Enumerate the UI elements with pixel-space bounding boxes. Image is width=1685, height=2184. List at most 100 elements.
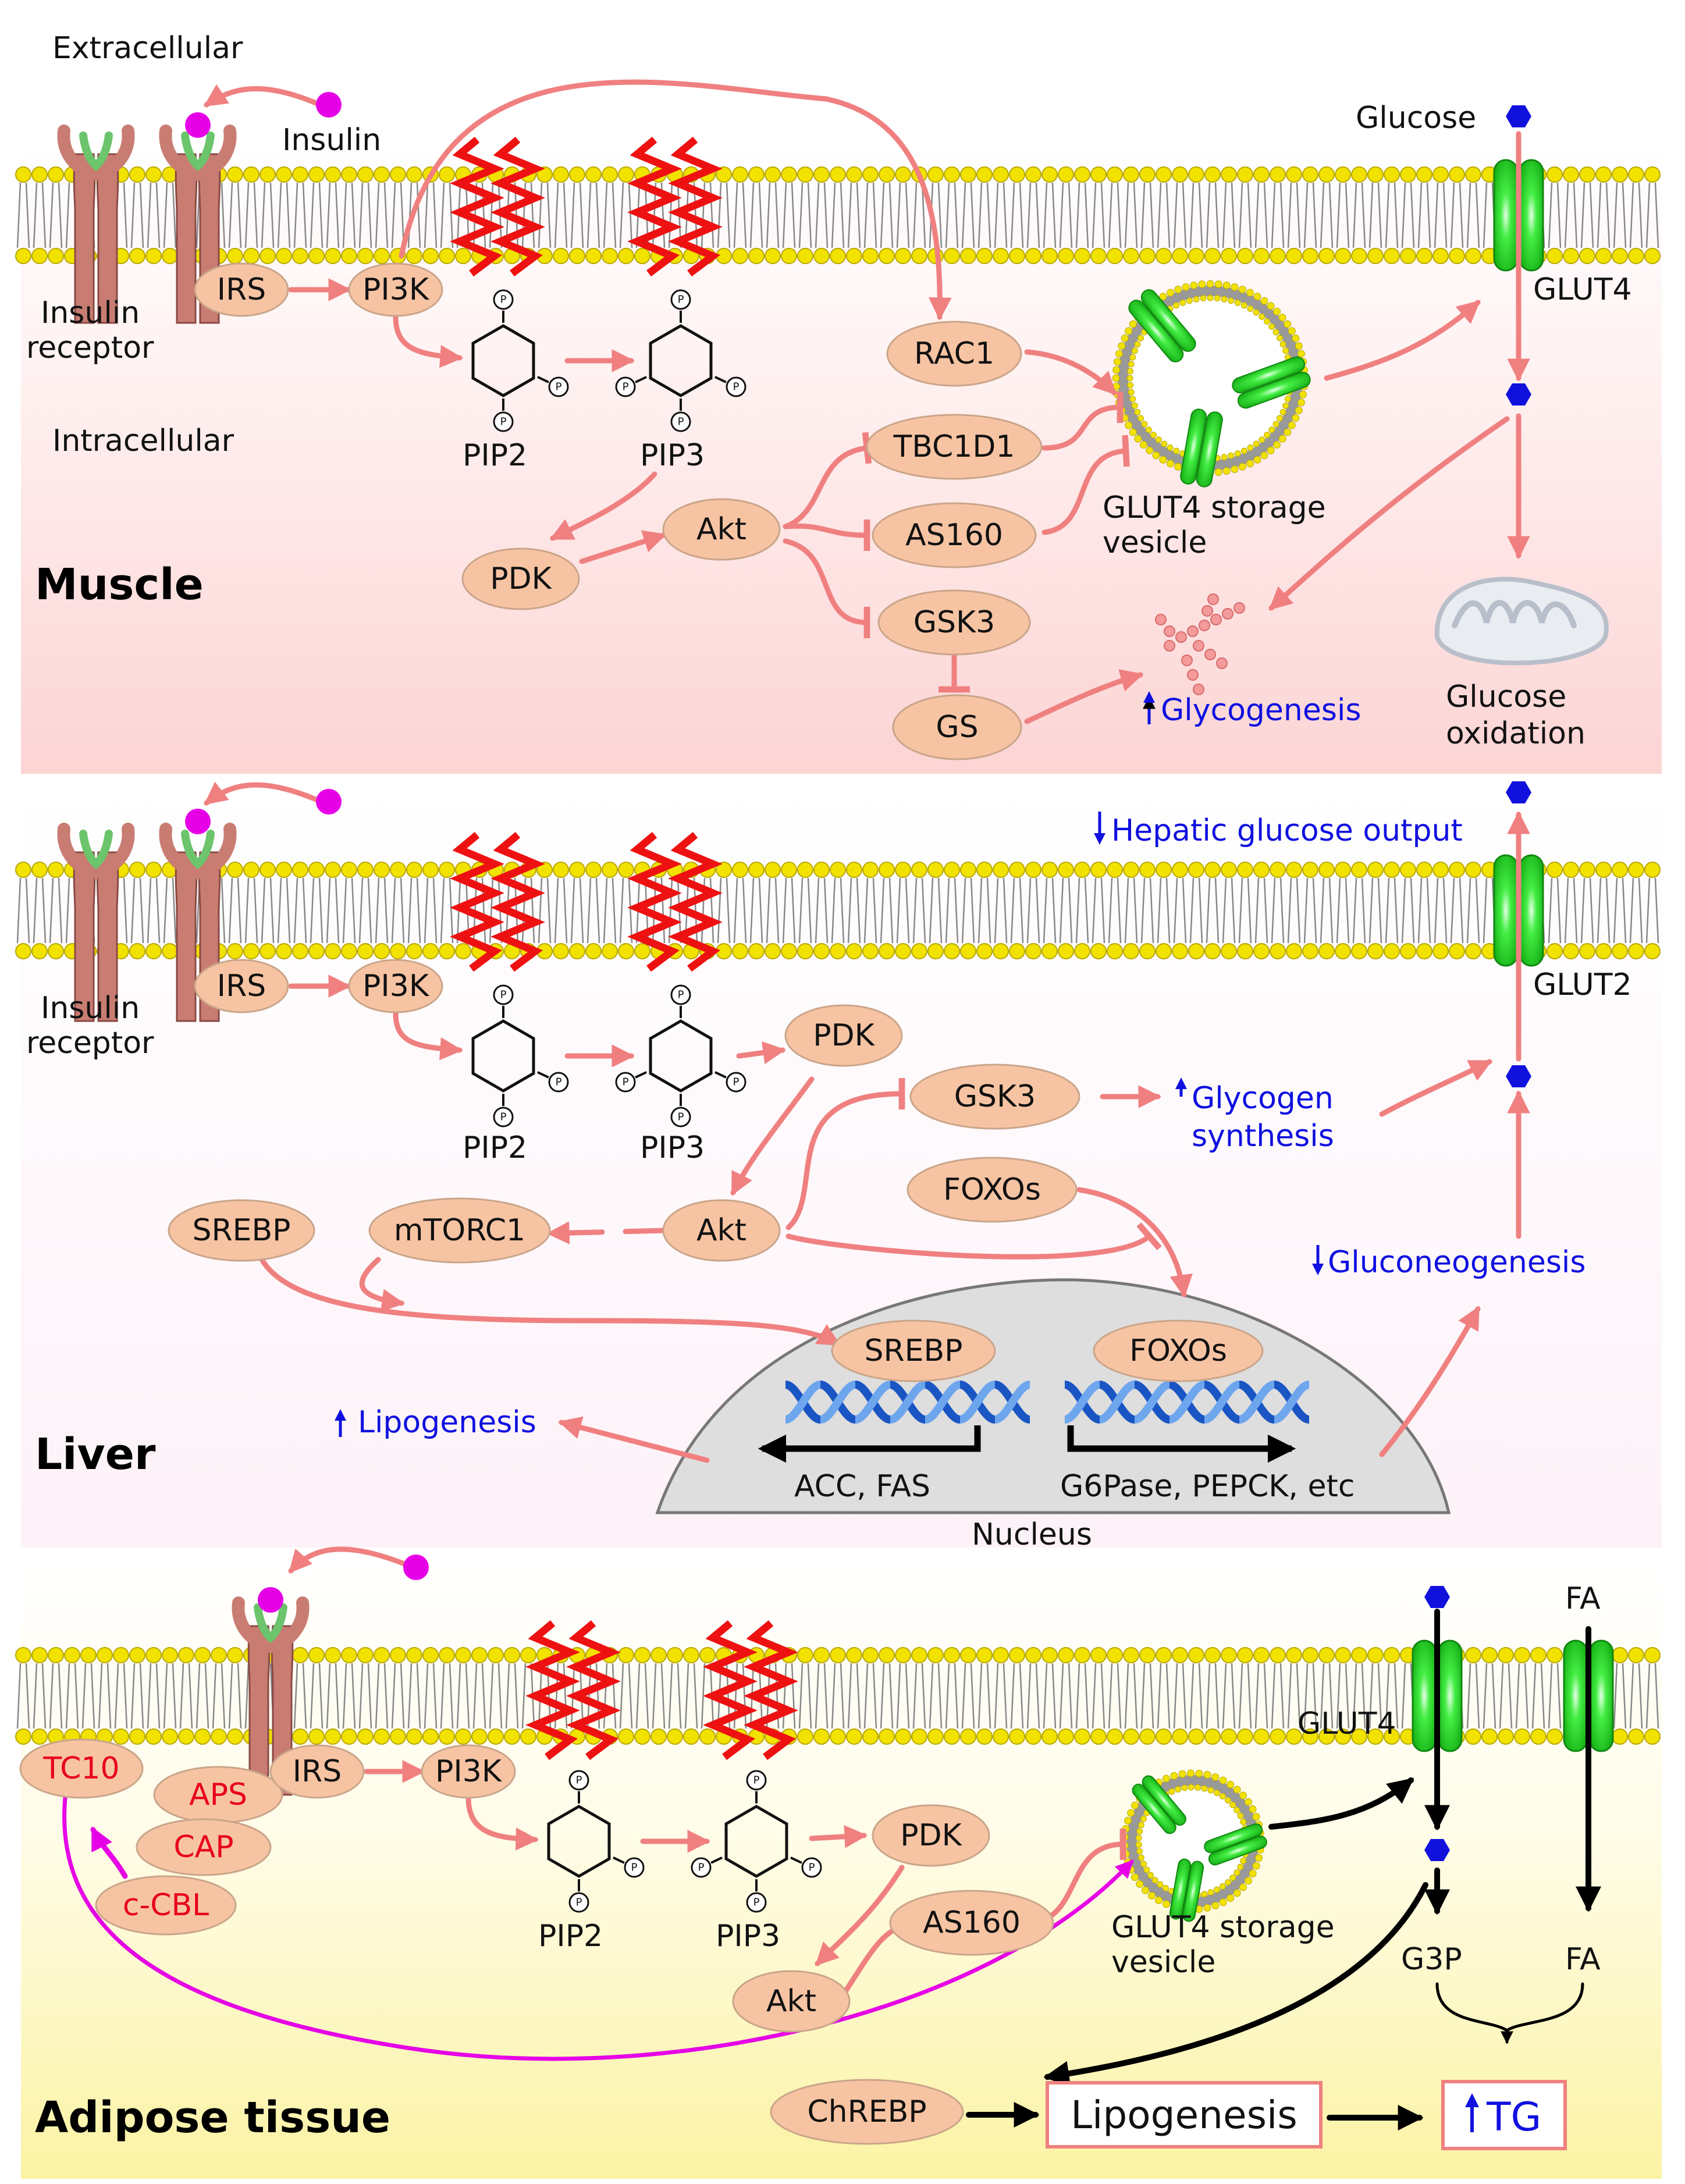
lipogenesis-box-label: Lipogenesis: [1071, 2093, 1297, 2137]
lipogenesis-effect-label: Lipogenesis: [358, 1405, 536, 1440]
akt-node-label: Akt: [696, 1213, 746, 1248]
lipid-tail-icon: [627, 137, 723, 277]
srebp-node-l[interactable]: SREBP: [168, 1199, 315, 1262]
arrow-pdk-akt-l: [730, 1076, 815, 1196]
foxos-nuclear-node-l[interactable]: FOXOs: [1093, 1319, 1264, 1382]
effect-glycogenesis: Glycogenesis: [1142, 691, 1361, 728]
aps-node-a[interactable]: APS: [153, 1766, 283, 1824]
arrow-akt-gsk3-m: [783, 538, 870, 639]
cap-node-a[interactable]: CAP: [136, 1818, 272, 1876]
arrow-srebp-nuclear-l: [259, 1257, 841, 1347]
phosphate-label: P: [698, 1862, 705, 1874]
phosphate-label: P: [556, 381, 562, 393]
gsk3-node-label: GSK3: [913, 605, 996, 640]
inositol-ring-icon: PPP: [471, 984, 569, 1127]
insulin-molecule-icon: [403, 1555, 429, 1580]
glucose-oxidation-line1: Glucose: [1446, 680, 1566, 714]
phosphate-label: P: [631, 1862, 638, 1874]
arrow-foxos-nuclear-l: [1076, 1187, 1193, 1298]
glut4-label-adipose: GLUT4: [1297, 1706, 1396, 1741]
molecules: [185, 92, 1531, 1862]
acc-fas-label: ACC, FAS: [794, 1469, 930, 1504]
pi3k-node-l[interactable]: PI3K: [348, 959, 443, 1013]
pdk-node-a[interactable]: PDK: [872, 1804, 990, 1867]
akt-node-label: Akt: [696, 512, 746, 547]
pi3k-node-m[interactable]: PI3K: [348, 262, 443, 317]
gs-node-m[interactable]: GS: [892, 694, 1022, 760]
arrow-gs-glycogenesis-m: [1024, 669, 1144, 724]
insulin-receptor-label-line1-m: Insulin: [41, 296, 140, 330]
tbc1d1-node-m[interactable]: TBC1D1: [866, 414, 1043, 480]
black-arrows: [966, 1609, 1602, 2131]
pdk-node-l[interactable]: PDK: [784, 1004, 903, 1067]
chrebp-node-label: ChREBP: [807, 2094, 926, 2129]
gsk3-node-label: GSK3: [954, 1079, 1036, 1114]
signaling-nodes: IRS PI3K PDK Akt RAC1 TBC1D1 AS160 GSK3 …: [19, 262, 1264, 2145]
gsk3-node-l[interactable]: GSK3: [909, 1063, 1080, 1130]
irs-node-l[interactable]: IRS: [194, 959, 289, 1013]
inositol-ring-icon: PPP: [547, 1770, 645, 1913]
g3p-label: G3P: [1401, 1942, 1462, 1977]
pdk-node-label: PDK: [490, 561, 552, 596]
foxos-node-l[interactable]: FOXOs: [907, 1157, 1078, 1223]
arrow-insulin-bind-liver: [204, 781, 320, 806]
akt-node-label: Akt: [766, 1984, 816, 2019]
dna-helix-icon: [1064, 1381, 1310, 1424]
up-arrow-icon: [1175, 1077, 1187, 1089]
glucose-molecule-icon: [1506, 105, 1531, 128]
brace-g3p-fa-tg: [1435, 1982, 1584, 2042]
irs-node-m[interactable]: IRS: [194, 262, 289, 317]
as160-node-a[interactable]: AS160: [889, 1890, 1054, 1956]
fa-label-bottom: FA: [1565, 1942, 1601, 1977]
akt-node-m[interactable]: Akt: [662, 498, 781, 561]
srebp-nuclear-node-l[interactable]: SREBP: [831, 1319, 996, 1382]
lipid-tail-icon: [450, 832, 545, 972]
up-arrow-icon: [335, 1409, 346, 1421]
muscle-title: Muscle: [35, 560, 204, 610]
arrow-akt-as160-m: [783, 519, 870, 552]
phosphate-label: P: [678, 294, 684, 306]
arrow-pip3-pdk-l: [736, 1041, 786, 1065]
glut-transporter-icon: [1412, 1639, 1463, 1752]
arrow-akt-foxos-l: [785, 1222, 1162, 1260]
pathway-arrows: [62, 79, 1530, 2061]
pip2-label-l: PIP2: [463, 1130, 527, 1165]
fa-label-top: FA: [1565, 1581, 1601, 1616]
arrow-pdk-akt-m: [579, 530, 667, 564]
glucose-molecule-icon: [1424, 1585, 1450, 1609]
phosphate-label: P: [500, 1111, 507, 1123]
glut2-label: GLUT2: [1533, 967, 1632, 1002]
ccbl-node-a[interactable]: c-CBL: [95, 1875, 237, 1936]
rac1-node-m[interactable]: RAC1: [886, 321, 1022, 387]
cap-node-label: CAP: [173, 1830, 233, 1865]
irs-node-label: IRS: [217, 969, 266, 1004]
arrow-pdk-akt-a: [815, 1865, 905, 1966]
tc10-node-a[interactable]: TC10: [19, 1738, 144, 1799]
gsk3-node-m[interactable]: GSK3: [877, 589, 1031, 656]
pip2-label-a: PIP2: [538, 1919, 603, 1954]
lipid-tail-icon: [525, 1620, 621, 1760]
effect-glycogen-synthesis: Glycogen synthesis: [1175, 1077, 1334, 1154]
arrow-pi3k-rac1-m: [399, 79, 952, 321]
dna-helix-icon: [784, 1381, 1031, 1424]
arrow-glycogen-synthesis-glucose-l: [1379, 1059, 1493, 1117]
akt-node-a[interactable]: Akt: [732, 1970, 851, 2033]
pi3k-node-a[interactable]: PI3K: [421, 1744, 516, 1799]
liver-title: Liver: [35, 1429, 156, 1479]
as160-node-m[interactable]: AS160: [872, 502, 1037, 568]
arrow-akt-tbc1d1-m: [783, 432, 872, 529]
tg-box: [1441, 2080, 1567, 2150]
down-arrow-icon: [1094, 833, 1105, 845]
glucose-transporters: [1412, 159, 1614, 1752]
pdk-node-m[interactable]: PDK: [461, 547, 580, 610]
irs-node-a[interactable]: IRS: [269, 1744, 365, 1799]
mtorc1-node-l[interactable]: mTORC1: [368, 1197, 551, 1264]
arrow-ccbl-tc10-a[interactable]: [90, 1826, 128, 1879]
tbc1d1-node-label: TBC1D1: [893, 429, 1015, 464]
chrebp-node-a[interactable]: ChREBP: [770, 2079, 964, 2145]
arrow-glucose-chrebp-a: [1043, 1882, 1428, 2087]
akt-node-l[interactable]: Akt: [662, 1199, 781, 1262]
phosphate-label: P: [753, 1774, 760, 1787]
glucose-molecule-icon: [1506, 781, 1531, 804]
